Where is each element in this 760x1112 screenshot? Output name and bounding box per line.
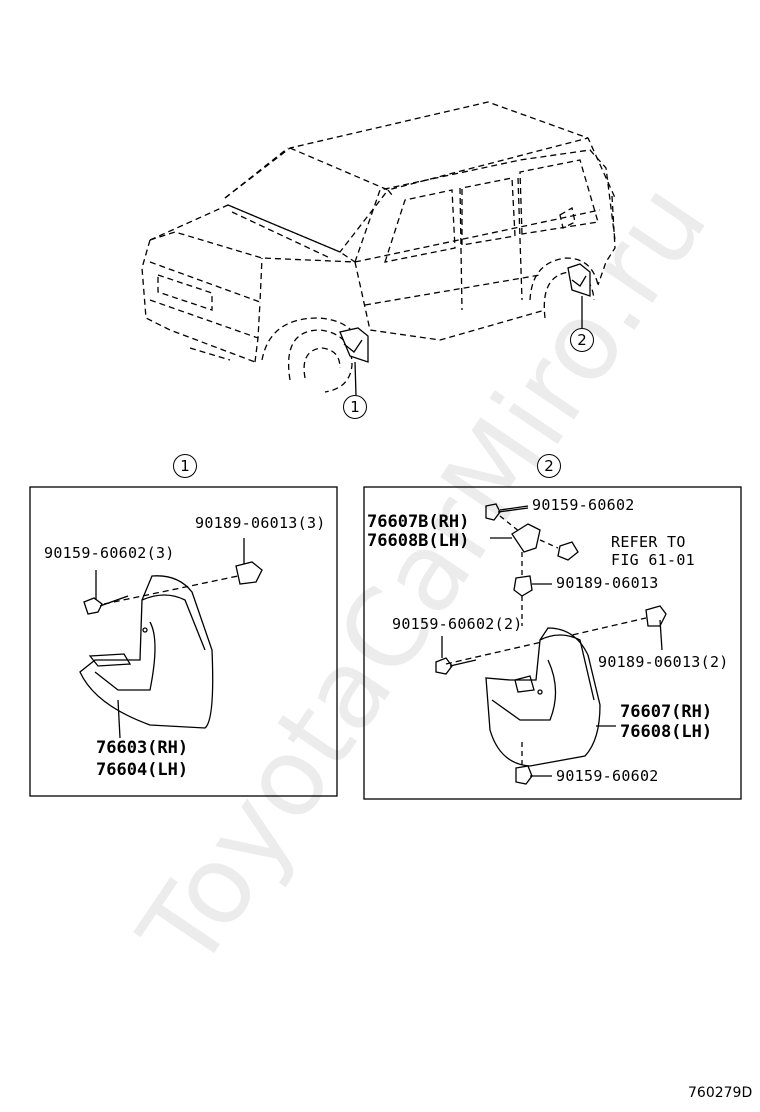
panel-2-drawing [435,503,667,785]
front-mudflap-location [339,327,369,396]
part-76607b-rh-bracket[interactable]: 76607B(RH) [367,512,470,532]
part-90189-06013-mid-clip[interactable]: 90189-06013 [556,574,659,592]
part-76607-rh-mudflap[interactable]: 76607(RH) [620,702,713,722]
part-90159-60602-bottom-bolt[interactable]: 90159-60602 [556,767,659,785]
part-90189-06013-clip[interactable]: 90189-06013(3) [195,514,326,532]
callout-1-panel-header[interactable]: 1 [173,454,197,478]
callout-2-panel-header[interactable]: 2 [537,454,561,478]
part-90189-06013-right-clip[interactable]: 90189-06013(2) [598,653,729,671]
panel-2-frame [363,486,742,800]
refer-to-note-line-2[interactable]: FIG 61-01 [611,551,695,569]
refer-to-note-line-1: REFER TO [611,533,686,551]
panel-1-frame [29,486,338,797]
figure-code: 760279D [688,1085,753,1101]
part-90159-60602-top-bolt[interactable]: 90159-60602 [532,496,635,514]
panel-1-drawing [79,538,263,739]
callout-1-vehicle[interactable]: 1 [343,395,367,419]
rear-mudflap-location [567,263,591,328]
vehicle-outline [141,101,617,393]
part-90159-60602-left-bolt[interactable]: 90159-60602(2) [392,615,523,633]
part-76603-rh-mudflap[interactable]: 76603(RH) [96,738,189,758]
callout-2-vehicle[interactable]: 2 [570,328,594,352]
part-76608b-lh-bracket[interactable]: 76608B(LH) [367,531,470,551]
part-76608-lh-mudflap[interactable]: 76608(LH) [620,722,713,742]
part-90159-60602-bolt[interactable]: 90159-60602(3) [44,544,175,562]
part-76604-lh-mudflap[interactable]: 76604(LH) [96,760,189,780]
